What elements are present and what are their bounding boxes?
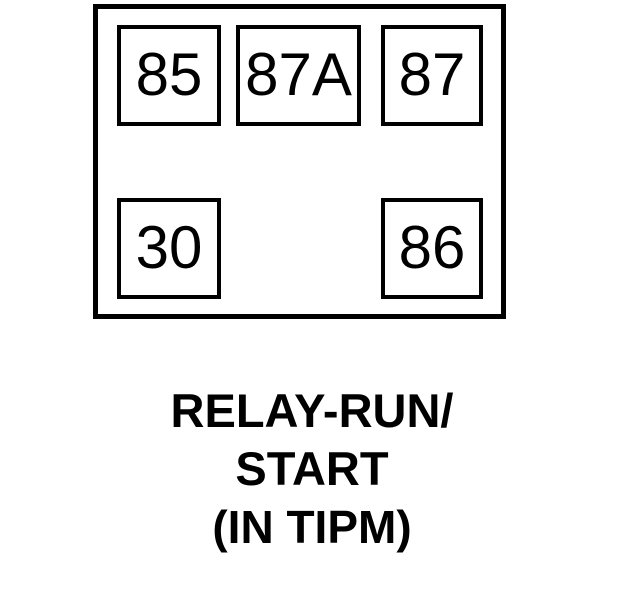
- terminal-label-87: 87: [398, 40, 466, 108]
- terminal-box-86: 86: [381, 198, 483, 299]
- caption-line-2: START: [235, 442, 389, 495]
- terminal-box-87a: 87A: [236, 25, 361, 126]
- relay-caption: RELAY-RUN/ START (IN TIPM): [0, 382, 624, 556]
- terminal-box-87: 87: [381, 25, 483, 126]
- terminal-label-86: 86: [398, 213, 466, 281]
- relay-pinout-diagram: 85 87A 87 30 86: [93, 4, 506, 319]
- terminal-label-30: 30: [135, 213, 203, 281]
- terminal-label-85: 85: [135, 40, 203, 108]
- terminal-box-30: 30: [117, 198, 221, 299]
- caption-line-3: (IN TIPM): [212, 501, 412, 553]
- terminal-box-85: 85: [117, 25, 221, 126]
- caption-line-1: RELAY-RUN/: [170, 384, 454, 437]
- terminal-label-87a: 87A: [245, 40, 352, 108]
